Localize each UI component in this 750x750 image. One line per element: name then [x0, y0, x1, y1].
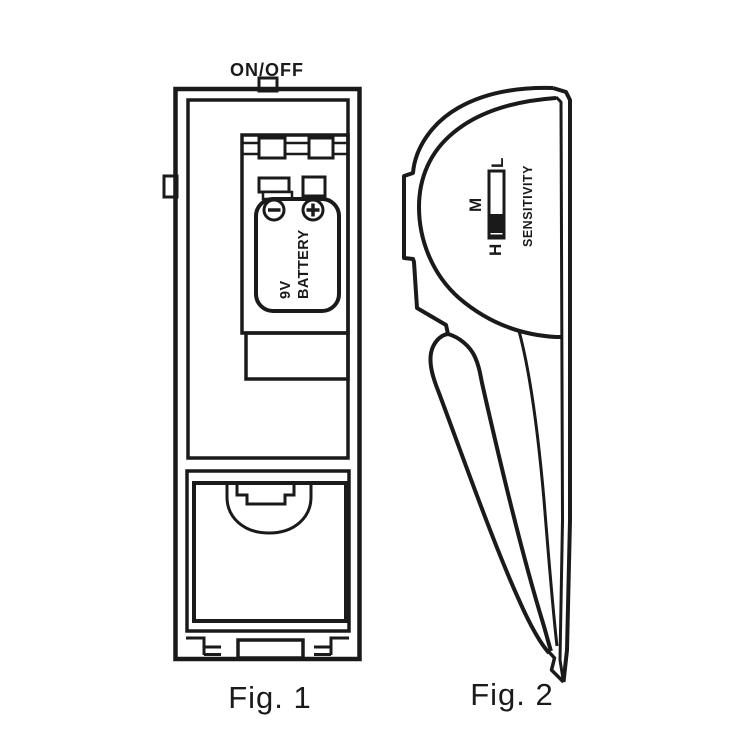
device-outer-case: [173, 86, 362, 662]
figure-1-back-view: 9V BATTERY ON/OFF Fig. 1: [162, 60, 362, 715]
bottom-center-foot: [236, 638, 305, 660]
battery-door-section: [185, 469, 351, 633]
battery-label-battery: BATTERY: [296, 229, 312, 299]
grip-cutout-left-edge: [428, 332, 551, 655]
grip-cutout-right-edge: [447, 332, 553, 652]
thumb-notch: [235, 483, 296, 506]
battery-clip-left: [257, 136, 287, 160]
battery-clip-right: [307, 136, 335, 160]
battery-9v: [254, 197, 341, 313]
plus-circle-icon: [301, 198, 325, 222]
deck-taper-edge: [517, 330, 559, 647]
bottom-left-latch: [186, 636, 221, 656]
front-face-inner-edge: [554, 95, 565, 683]
battery-label-9v: 9V: [278, 280, 294, 299]
front-face-outer-edge: [552, 86, 572, 683]
figure-2-side-view: L M H SENSITIVITY Fig. 2: [402, 85, 572, 712]
minus-circle-icon: [262, 198, 286, 222]
probe-tip: [547, 650, 565, 684]
sensitivity-slider-knob: [490, 214, 503, 233]
on-off-label: ON/OFF: [230, 60, 304, 80]
sensitivity-medium-label: M: [466, 198, 485, 212]
figure-2-caption: Fig. 2: [470, 677, 554, 712]
battery-snap-connector-left: [257, 176, 291, 194]
battery-snap-connector-right: [301, 175, 327, 198]
sensor-dome-arc: [416, 96, 562, 339]
side-profile-outline: [402, 85, 554, 335]
compartment-lower-tray: [244, 331, 350, 381]
bottom-right-latch: [314, 636, 349, 656]
sensitivity-low-label: L: [488, 158, 507, 168]
sensitivity-high-label: H: [486, 244, 505, 256]
figure-1-caption: Fig. 1: [228, 680, 312, 715]
sensitivity-label: SENSITIVITY: [521, 165, 535, 247]
